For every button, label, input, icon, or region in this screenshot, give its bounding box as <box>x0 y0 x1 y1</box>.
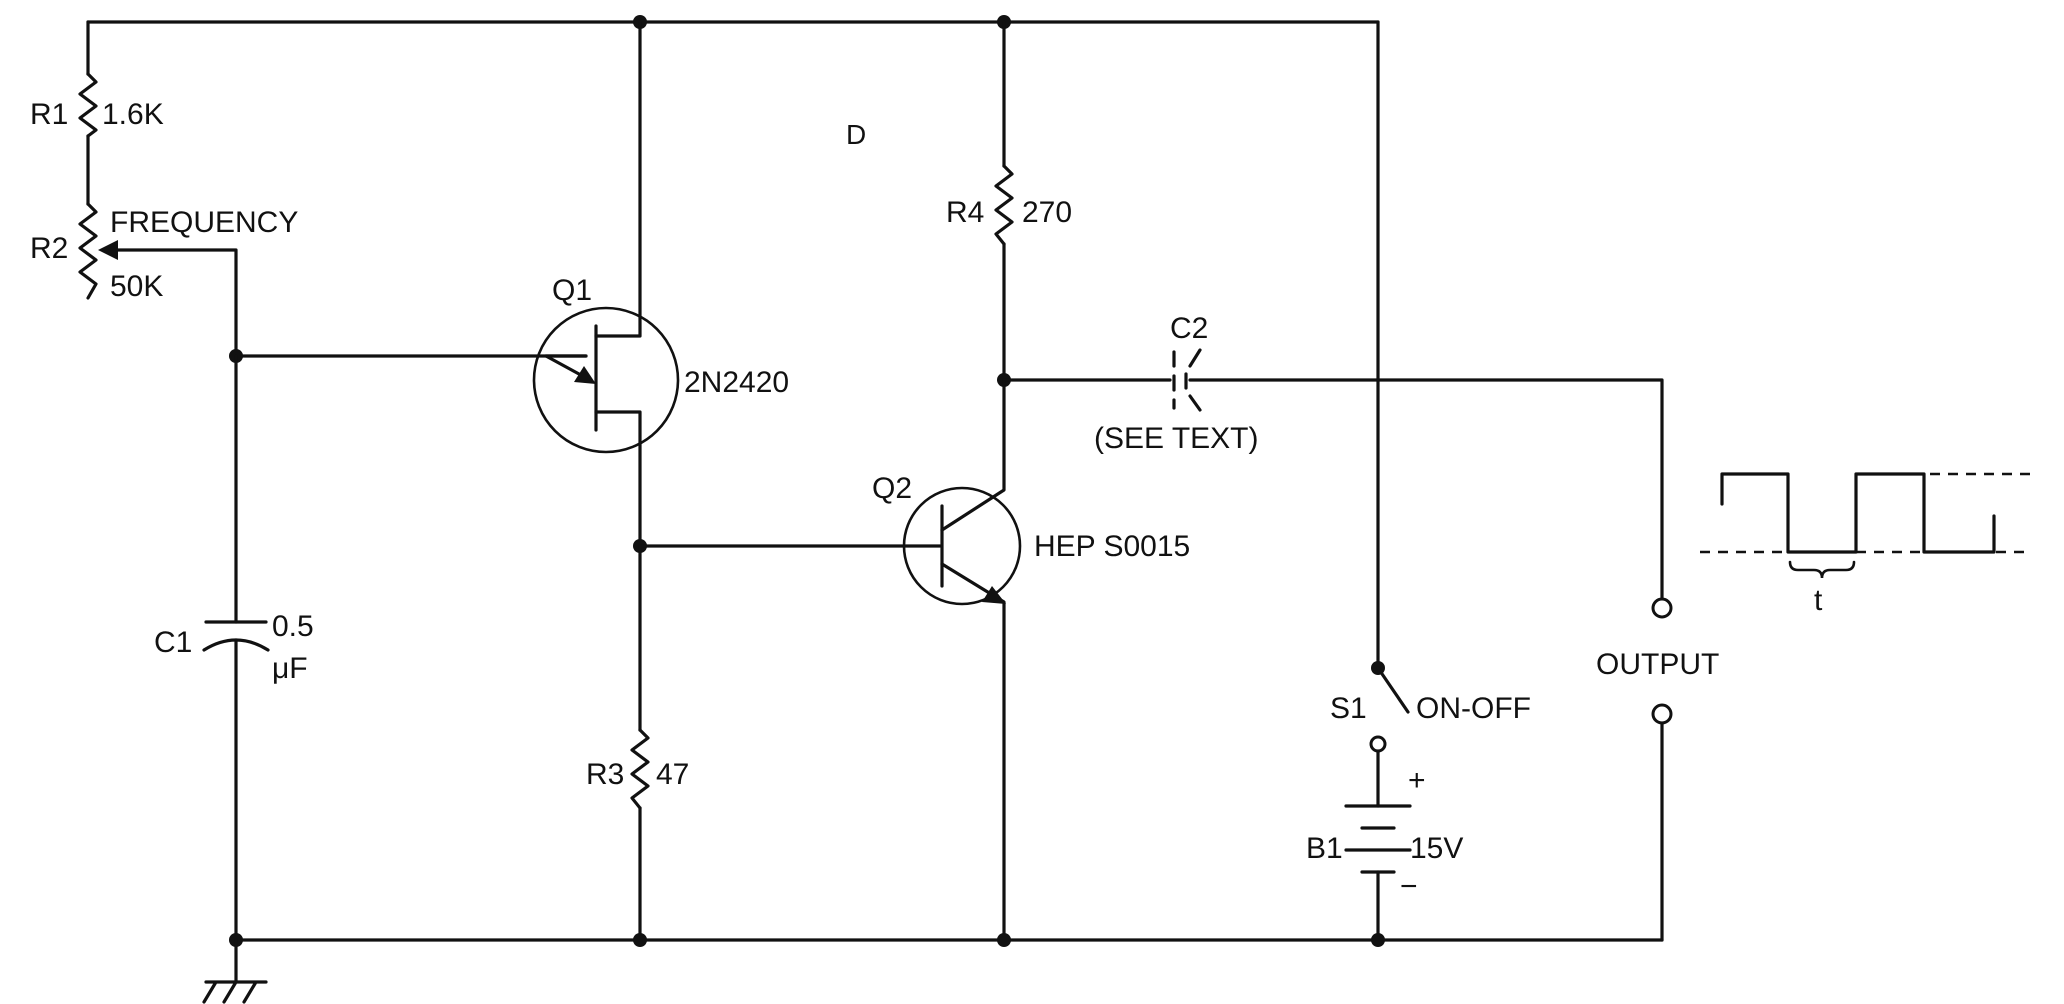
r2-wiper-arrow <box>104 248 238 358</box>
r2-label: R2 <box>30 232 68 265</box>
q2-transistor <box>902 486 1022 606</box>
q2-part-label: HEP S0015 <box>1034 530 1190 563</box>
output-terminal-top <box>1651 597 1673 619</box>
q1-emitter-arrowhead <box>574 366 596 384</box>
output-label: OUTPUT <box>1596 648 1719 681</box>
s1-name-label: ON-OFF <box>1416 692 1531 725</box>
stray-mark: D <box>846 119 866 150</box>
r1-value: 1.6K <box>102 98 164 131</box>
r4-label: R4 <box>946 196 984 229</box>
r2-name-label: FREQUENCY <box>110 206 298 239</box>
c1-value: 0.5 <box>272 610 314 643</box>
q1-transistor <box>532 306 680 454</box>
q1-part-label: 2N2420 <box>684 366 789 399</box>
ground-junction-r3 <box>633 933 647 947</box>
square-waveform <box>1720 472 1996 554</box>
q1-b2-lead <box>594 20 642 338</box>
output-terminal-bottom <box>1651 703 1673 725</box>
q1-label: Q1 <box>552 274 592 307</box>
b1-label: B1 <box>1306 832 1343 865</box>
r3-label: R3 <box>586 758 624 791</box>
c1-label: C1 <box>154 626 192 659</box>
r4-resistor <box>994 164 1014 246</box>
c2-label: C2 <box>1170 312 1208 345</box>
period-brace-icon <box>1788 560 1856 579</box>
ground-icon <box>202 980 268 1004</box>
s1-switch-blade <box>1376 666 1410 714</box>
q2-emitter-arrowhead <box>982 586 1006 604</box>
r1-label: R1 <box>30 98 68 131</box>
c2-note: (SEE TEXT) <box>1094 422 1258 455</box>
ground-junction-q2 <box>997 933 1011 947</box>
r3-value: 47 <box>656 758 689 791</box>
q2-emitter-lead <box>940 562 1006 942</box>
r3-resistor <box>630 728 650 810</box>
r2-resistor <box>78 202 98 300</box>
c2-right-wire <box>1188 378 1664 602</box>
s1-label: S1 <box>1330 692 1367 725</box>
r2-wiper-arrowhead <box>98 240 118 260</box>
ground-junction-b1 <box>1371 933 1385 947</box>
period-label: t <box>1814 584 1823 617</box>
q2-label: Q2 <box>872 472 912 505</box>
r1-resistor <box>78 72 98 138</box>
r4-value: 270 <box>1022 196 1072 229</box>
q1-b1-lead <box>594 410 642 548</box>
b1-plus-label: + <box>1408 764 1426 797</box>
b1-minus-label: − <box>1400 870 1418 903</box>
b1-value: 15V <box>1410 832 1463 865</box>
r2-value: 50K <box>110 270 163 303</box>
c1-unit: μF <box>272 652 308 685</box>
c2-plate-right <box>1184 348 1202 412</box>
q2-collector-lead <box>940 378 1006 532</box>
s1-contact-terminal <box>1369 735 1387 753</box>
